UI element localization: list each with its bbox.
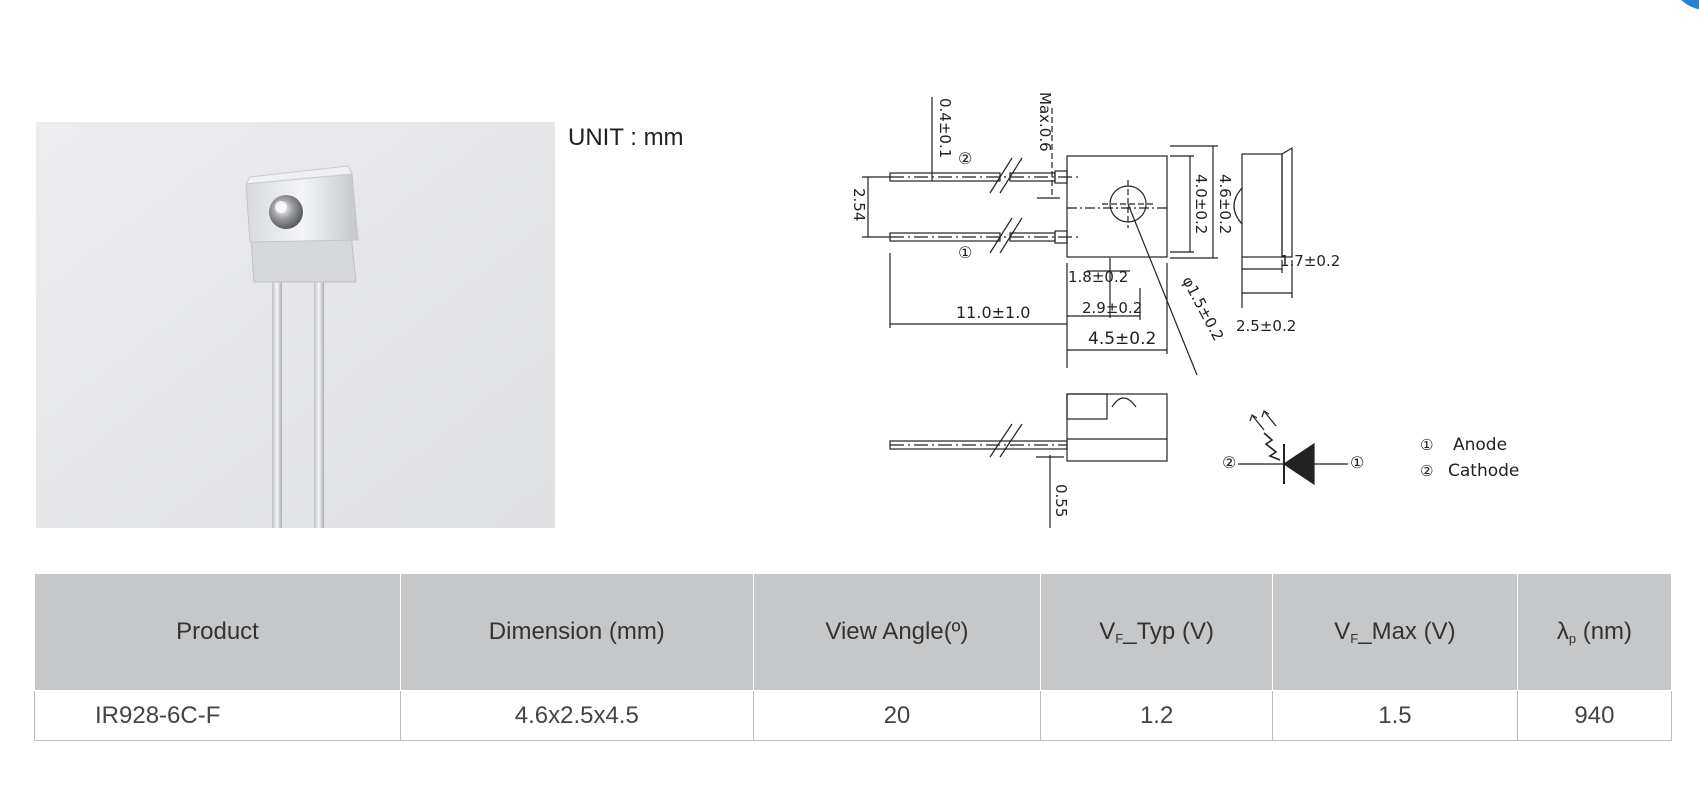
header-view-angle: View Angle(º) <box>752 573 1042 691</box>
table-row: IR928-6C-F 4.6x2.5x4.5 20 1.2 1.5 940 <box>34 690 1673 741</box>
unit-label: UNIT : mm <box>568 124 684 151</box>
legend-anode-label: Anode <box>1453 435 1507 455</box>
dimension-drawing: 0.4±0.1 Max.0.6 2.54 4.0±0.2 4.6±0.2 1.7… <box>850 92 1519 528</box>
lambda-symbol: λ <box>1556 618 1569 645</box>
legend-cathode-mark: ② <box>1420 462 1433 480</box>
dim-lens-diameter: φ1.5±0.2 <box>1178 273 1227 343</box>
vf-typ-rest: _Typ (V) <box>1123 618 1214 645</box>
cell-view-angle: 20 <box>752 690 1042 741</box>
side-view <box>1233 146 1293 308</box>
table-header-row: Product Dimension (mm) View Angle(º) VF_… <box>34 573 1673 691</box>
ir-emitter-illustration <box>36 122 555 528</box>
cell-lambda: 940 <box>1516 690 1673 741</box>
cell-product: IR928-6C-F <box>34 690 401 741</box>
product-photo <box>36 122 555 528</box>
vf-max-sub: F <box>1350 631 1359 646</box>
vf-max-v: V <box>1334 618 1351 645</box>
dim-max: Max.0.6 <box>1036 92 1054 152</box>
vf-max-rest: _Max (V) <box>1358 618 1456 645</box>
dim-body-height: 4.6±0.2 <box>1216 174 1234 234</box>
vf-typ-v: V <box>1099 618 1116 645</box>
dim-side-total: 2.5±0.2 <box>1236 317 1296 335</box>
legend-anode-mark: ① <box>1420 436 1433 454</box>
header-vf-max: VF_Max (V) <box>1272 573 1518 691</box>
pin1-mark-top: ① <box>958 243 972 262</box>
dim-lead-thickness: 0.55 <box>1052 484 1070 517</box>
lambda-rest: (nm) <box>1576 618 1633 645</box>
dim-lead-width: 0.4±0.1 <box>936 98 954 158</box>
header-dimension: Dimension (mm) <box>400 573 754 691</box>
diode-symbol <box>1238 410 1348 486</box>
dim-side-depth: 1.7±0.2 <box>1280 252 1340 270</box>
cell-dimension: 4.6x2.5x4.5 <box>400 690 754 741</box>
cell-vf-typ: 1.2 <box>1040 690 1273 741</box>
header-vf-typ: VF_Typ (V) <box>1040 573 1273 691</box>
top-view <box>862 97 1218 376</box>
pin1-mark-symbol: ① <box>1350 453 1364 472</box>
dim-lens-pos: 1.8±0.2 <box>1068 268 1128 286</box>
vf-typ-sub: F <box>1115 631 1124 646</box>
dim-body-length: 4.5±0.2 <box>1088 329 1156 349</box>
dim-lead-length: 11.0±1.0 <box>956 303 1030 322</box>
spec-table: Product Dimension (mm) View Angle(º) VF_… <box>34 573 1673 741</box>
header-product: Product <box>34 573 401 691</box>
pin2-mark-top: ② <box>958 149 972 168</box>
header-lambda: λp (nm) <box>1516 573 1673 691</box>
lambda-sub: p <box>1568 631 1577 646</box>
dim-pitch: 2.54 <box>850 188 868 221</box>
dim-lens-dist: 2.9±0.2 <box>1082 299 1142 317</box>
cell-vf-max: 1.5 <box>1272 690 1518 741</box>
pin2-mark-symbol: ② <box>1222 453 1236 472</box>
bottom-view <box>889 393 1168 528</box>
dim-body-width: 4.0±0.2 <box>1192 174 1210 234</box>
legend-cathode-label: Cathode <box>1448 461 1519 481</box>
corner-badge <box>1675 0 1699 10</box>
